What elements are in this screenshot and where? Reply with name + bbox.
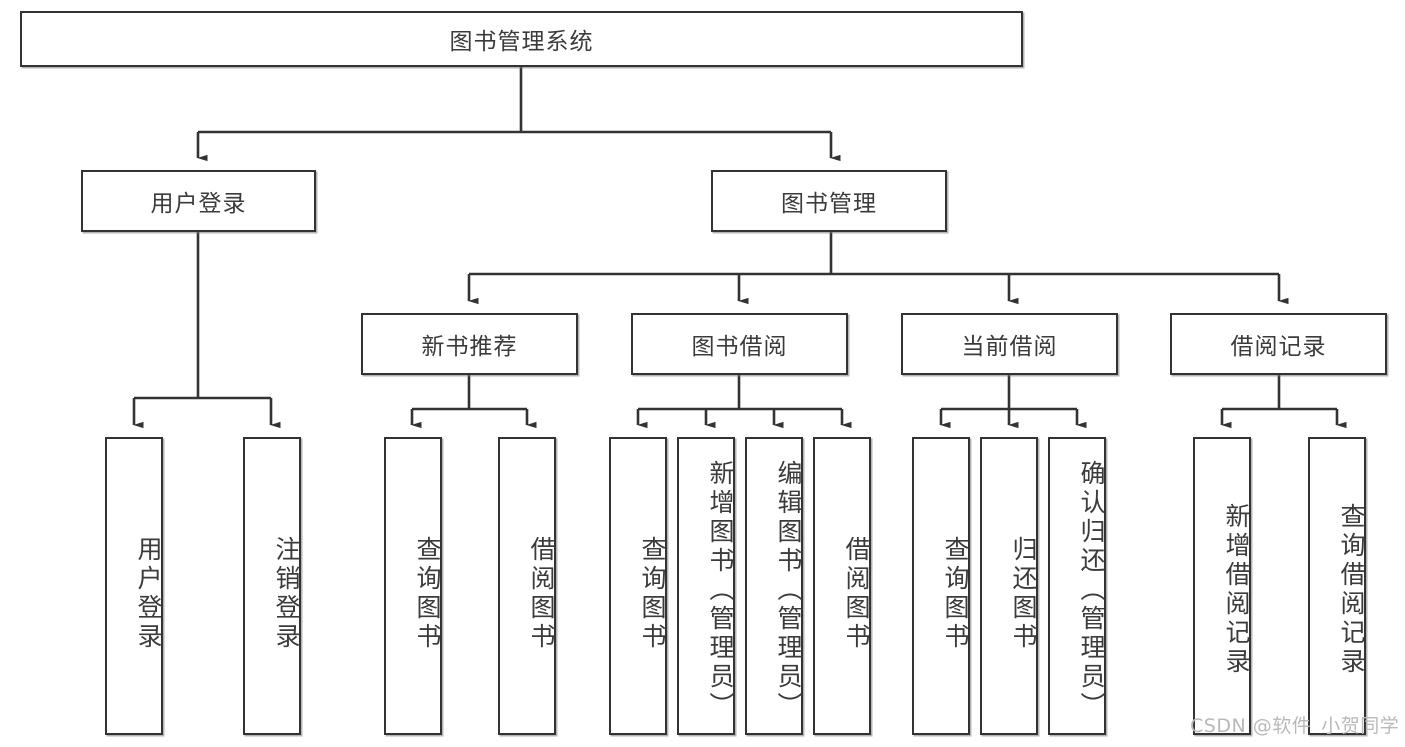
node-leaf-query-book-1-label: 查询图书 [413,536,442,652]
node-leaf-logout-login-label: 注销登录 [272,536,301,652]
node-leaf-confirm-return[interactable]: 确认归还（管理员） [1048,437,1106,735]
node-leaf-add-borrow-record[interactable]: 新增借阅记录 [1193,437,1251,735]
node-current-borrow-label: 当前借阅 [961,334,1058,360]
node-leaf-borrow-book-1-label: 借阅图书 [527,536,556,652]
node-leaf-borrow-book-2-label: 借阅图书 [842,536,871,652]
node-book-manage-label: 图书管理 [781,191,877,217]
node-leaf-edit-book[interactable]: 编辑图书（管理员） [745,437,803,735]
node-leaf-query-borrow-record[interactable]: 查询借阅记录 [1308,437,1366,735]
node-book-borrow[interactable]: 图书借阅 [631,313,848,375]
node-leaf-query-book-2[interactable]: 查询图书 [609,437,667,735]
node-borrow-record-label: 借阅记录 [1230,334,1327,360]
node-leaf-user-login-label: 用户登录 [134,536,163,652]
node-new-book-recommend[interactable]: 新书推荐 [361,313,578,375]
node-leaf-borrow-book-2[interactable]: 借阅图书 [813,437,871,735]
node-root-label: 图书管理系统 [449,29,594,55]
node-leaf-query-book-2-label: 查询图书 [638,536,667,652]
node-leaf-return-book-label: 归还图书 [1009,536,1038,652]
node-book-borrow-label: 图书借阅 [691,334,788,360]
node-root[interactable]: 图书管理系统 [20,11,1023,67]
node-book-manage[interactable]: 图书管理 [711,170,947,232]
node-leaf-confirm-return-label: 确认归还（管理员） [1077,459,1106,721]
node-leaf-query-book-3[interactable]: 查询图书 [912,437,970,735]
node-leaf-return-book[interactable]: 归还图书 [980,437,1038,735]
node-leaf-query-book-1[interactable]: 查询图书 [384,437,442,735]
node-new-book-recommend-label: 新书推荐 [421,334,518,360]
node-leaf-logout-login[interactable]: 注销登录 [243,437,301,735]
node-current-borrow[interactable]: 当前借阅 [901,313,1118,375]
node-leaf-add-book-label: 新增图书（管理员） [706,459,735,721]
node-leaf-borrow-book-1[interactable]: 借阅图书 [498,437,556,735]
node-borrow-record[interactable]: 借阅记录 [1170,313,1387,375]
watermark: CSDN @软件_小贺同学 [1190,715,1400,737]
node-leaf-query-book-3-label: 查询图书 [941,536,970,652]
node-user-login[interactable]: 用户登录 [81,170,316,232]
node-leaf-query-borrow-record-label: 查询借阅记录 [1337,503,1366,677]
node-leaf-user-login[interactable]: 用户登录 [105,437,163,735]
node-leaf-add-book[interactable]: 新增图书（管理员） [677,437,735,735]
node-user-login-label: 用户登录 [150,191,247,217]
node-leaf-add-borrow-record-label: 新增借阅记录 [1222,503,1251,677]
node-leaf-edit-book-label: 编辑图书（管理员） [774,459,803,721]
